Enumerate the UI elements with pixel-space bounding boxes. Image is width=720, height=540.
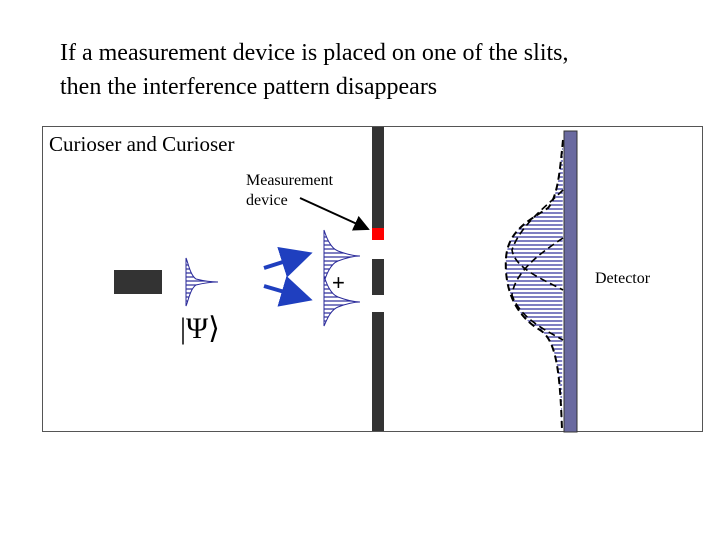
slide-title: If a measurement device is placed on one… <box>60 36 700 104</box>
initial-wavepacket <box>185 257 219 307</box>
measurement-label-line-1: Measurement <box>246 172 334 189</box>
plus-sign: + <box>332 270 345 295</box>
slide-title-line-2: then the interference pattern disappears <box>60 74 438 100</box>
measurement-label-line-2: device <box>246 192 288 209</box>
measurement-device-label: Measurement device <box>246 171 333 211</box>
detector-pattern <box>504 139 564 431</box>
measurement-pointer-arrow <box>299 197 370 231</box>
panel-title: Curioser and Curioser <box>49 132 235 156</box>
detector-label: Detector <box>595 270 651 287</box>
psi-ket-label: |Ψ⟩ <box>180 312 220 345</box>
detector-screen <box>563 130 578 433</box>
measurement-device <box>372 228 384 240</box>
particle-source <box>114 270 162 294</box>
slit-barrier <box>372 127 384 431</box>
lower-slit-wavepacket <box>323 275 361 327</box>
lower-arrow <box>263 275 313 307</box>
upper-arrow <box>263 247 313 278</box>
upper-slit-wavepacket <box>323 229 361 283</box>
slide-title-line-1: If a measurement device is placed on one… <box>60 40 569 66</box>
